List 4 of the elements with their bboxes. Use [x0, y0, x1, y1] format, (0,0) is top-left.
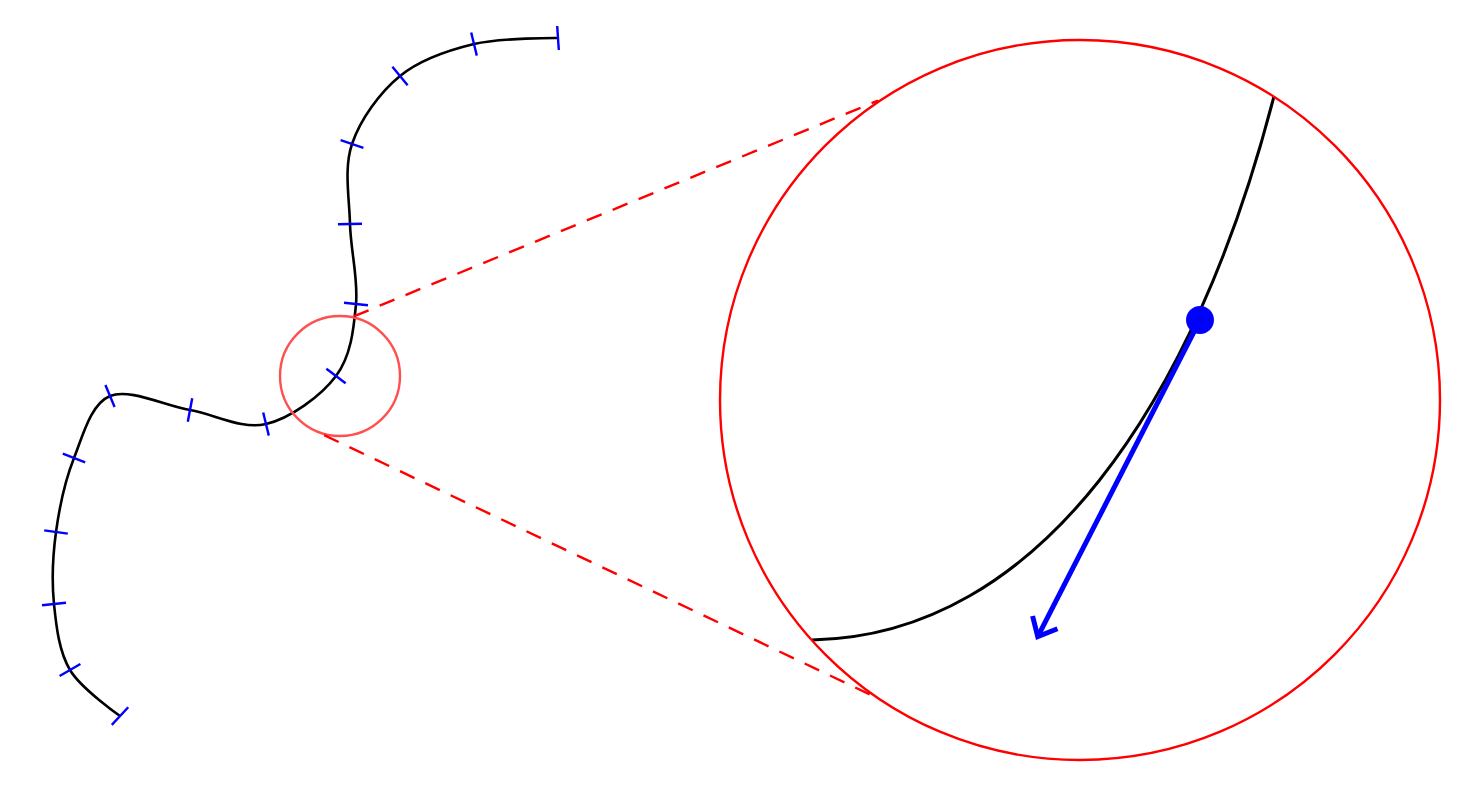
zoom-circle	[278, 314, 402, 438]
zoom-line	[323, 434, 874, 697]
zoom-line	[353, 99, 879, 318]
magnified-circle	[718, 38, 1442, 762]
